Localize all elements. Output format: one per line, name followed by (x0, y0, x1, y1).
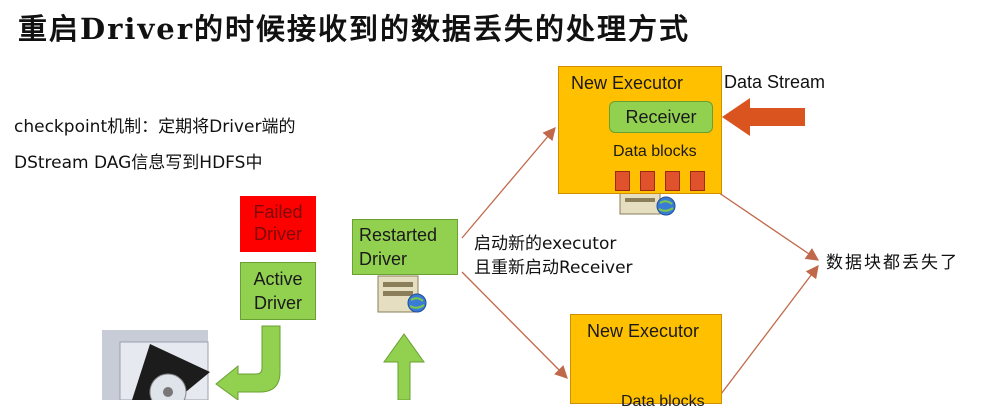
executor-bottom-blocks-label: Data blocks (621, 393, 705, 410)
restart-note-line2: 且重新启动Receiver (474, 258, 633, 278)
green-curved-arrow (215, 325, 281, 400)
connector-lines (102, 98, 820, 400)
data-stream-arrow (722, 98, 805, 136)
executor-top-blocks-label: Data blocks (613, 143, 697, 160)
green-up-arrow (383, 333, 425, 400)
arrow-to-top-executor (461, 127, 556, 239)
data-block (690, 171, 705, 191)
active-driver-box: Active Driver (240, 262, 316, 320)
restarted-driver-label-2: Driver (359, 249, 407, 269)
data-block (640, 171, 655, 191)
server-icon-executor (619, 191, 676, 216)
active-driver-label-1: Active (253, 269, 303, 289)
data-stream-label: Data Stream (724, 72, 826, 92)
executor-bottom-title: New Executor (587, 321, 700, 341)
failed-driver-label-2: Driver (254, 224, 302, 244)
checkpoint-note-line1: checkpoint机制：定期将Driver端的 (14, 117, 296, 137)
arrow-to-bottom-executor (461, 271, 568, 379)
disk-icon (102, 330, 210, 400)
new-executor-bottom: New Executor Data blocks (570, 314, 722, 410)
receiver-box: Receiver (609, 101, 713, 133)
failed-driver-label-1: Failed (253, 202, 303, 222)
active-driver-label-2: Driver (254, 293, 302, 313)
executor-top-title: New Executor (571, 73, 684, 93)
checkpoint-note-line2: DStream DAG信息写到HDFS中 (14, 153, 263, 173)
failed-driver-box: Failed Driver (240, 196, 316, 252)
restart-note-line1: 启动新的executor (474, 234, 617, 254)
data-block (665, 171, 680, 191)
restarted-driver-box: Restarted Driver (352, 219, 458, 275)
new-executor-top: New Executor Receiver Data blocks (558, 66, 722, 194)
data-lost-note: 数据块都丢失了 (826, 253, 959, 273)
data-block-row (615, 171, 705, 191)
data-block (615, 171, 630, 191)
server-icon-driver (377, 275, 427, 313)
arrow-bottom-blocks-lost (717, 264, 819, 399)
page-title: 重启Driver的时候接收到的数据丢失的处理方式 (18, 12, 691, 46)
restarted-driver-label-1: Restarted (359, 225, 438, 245)
